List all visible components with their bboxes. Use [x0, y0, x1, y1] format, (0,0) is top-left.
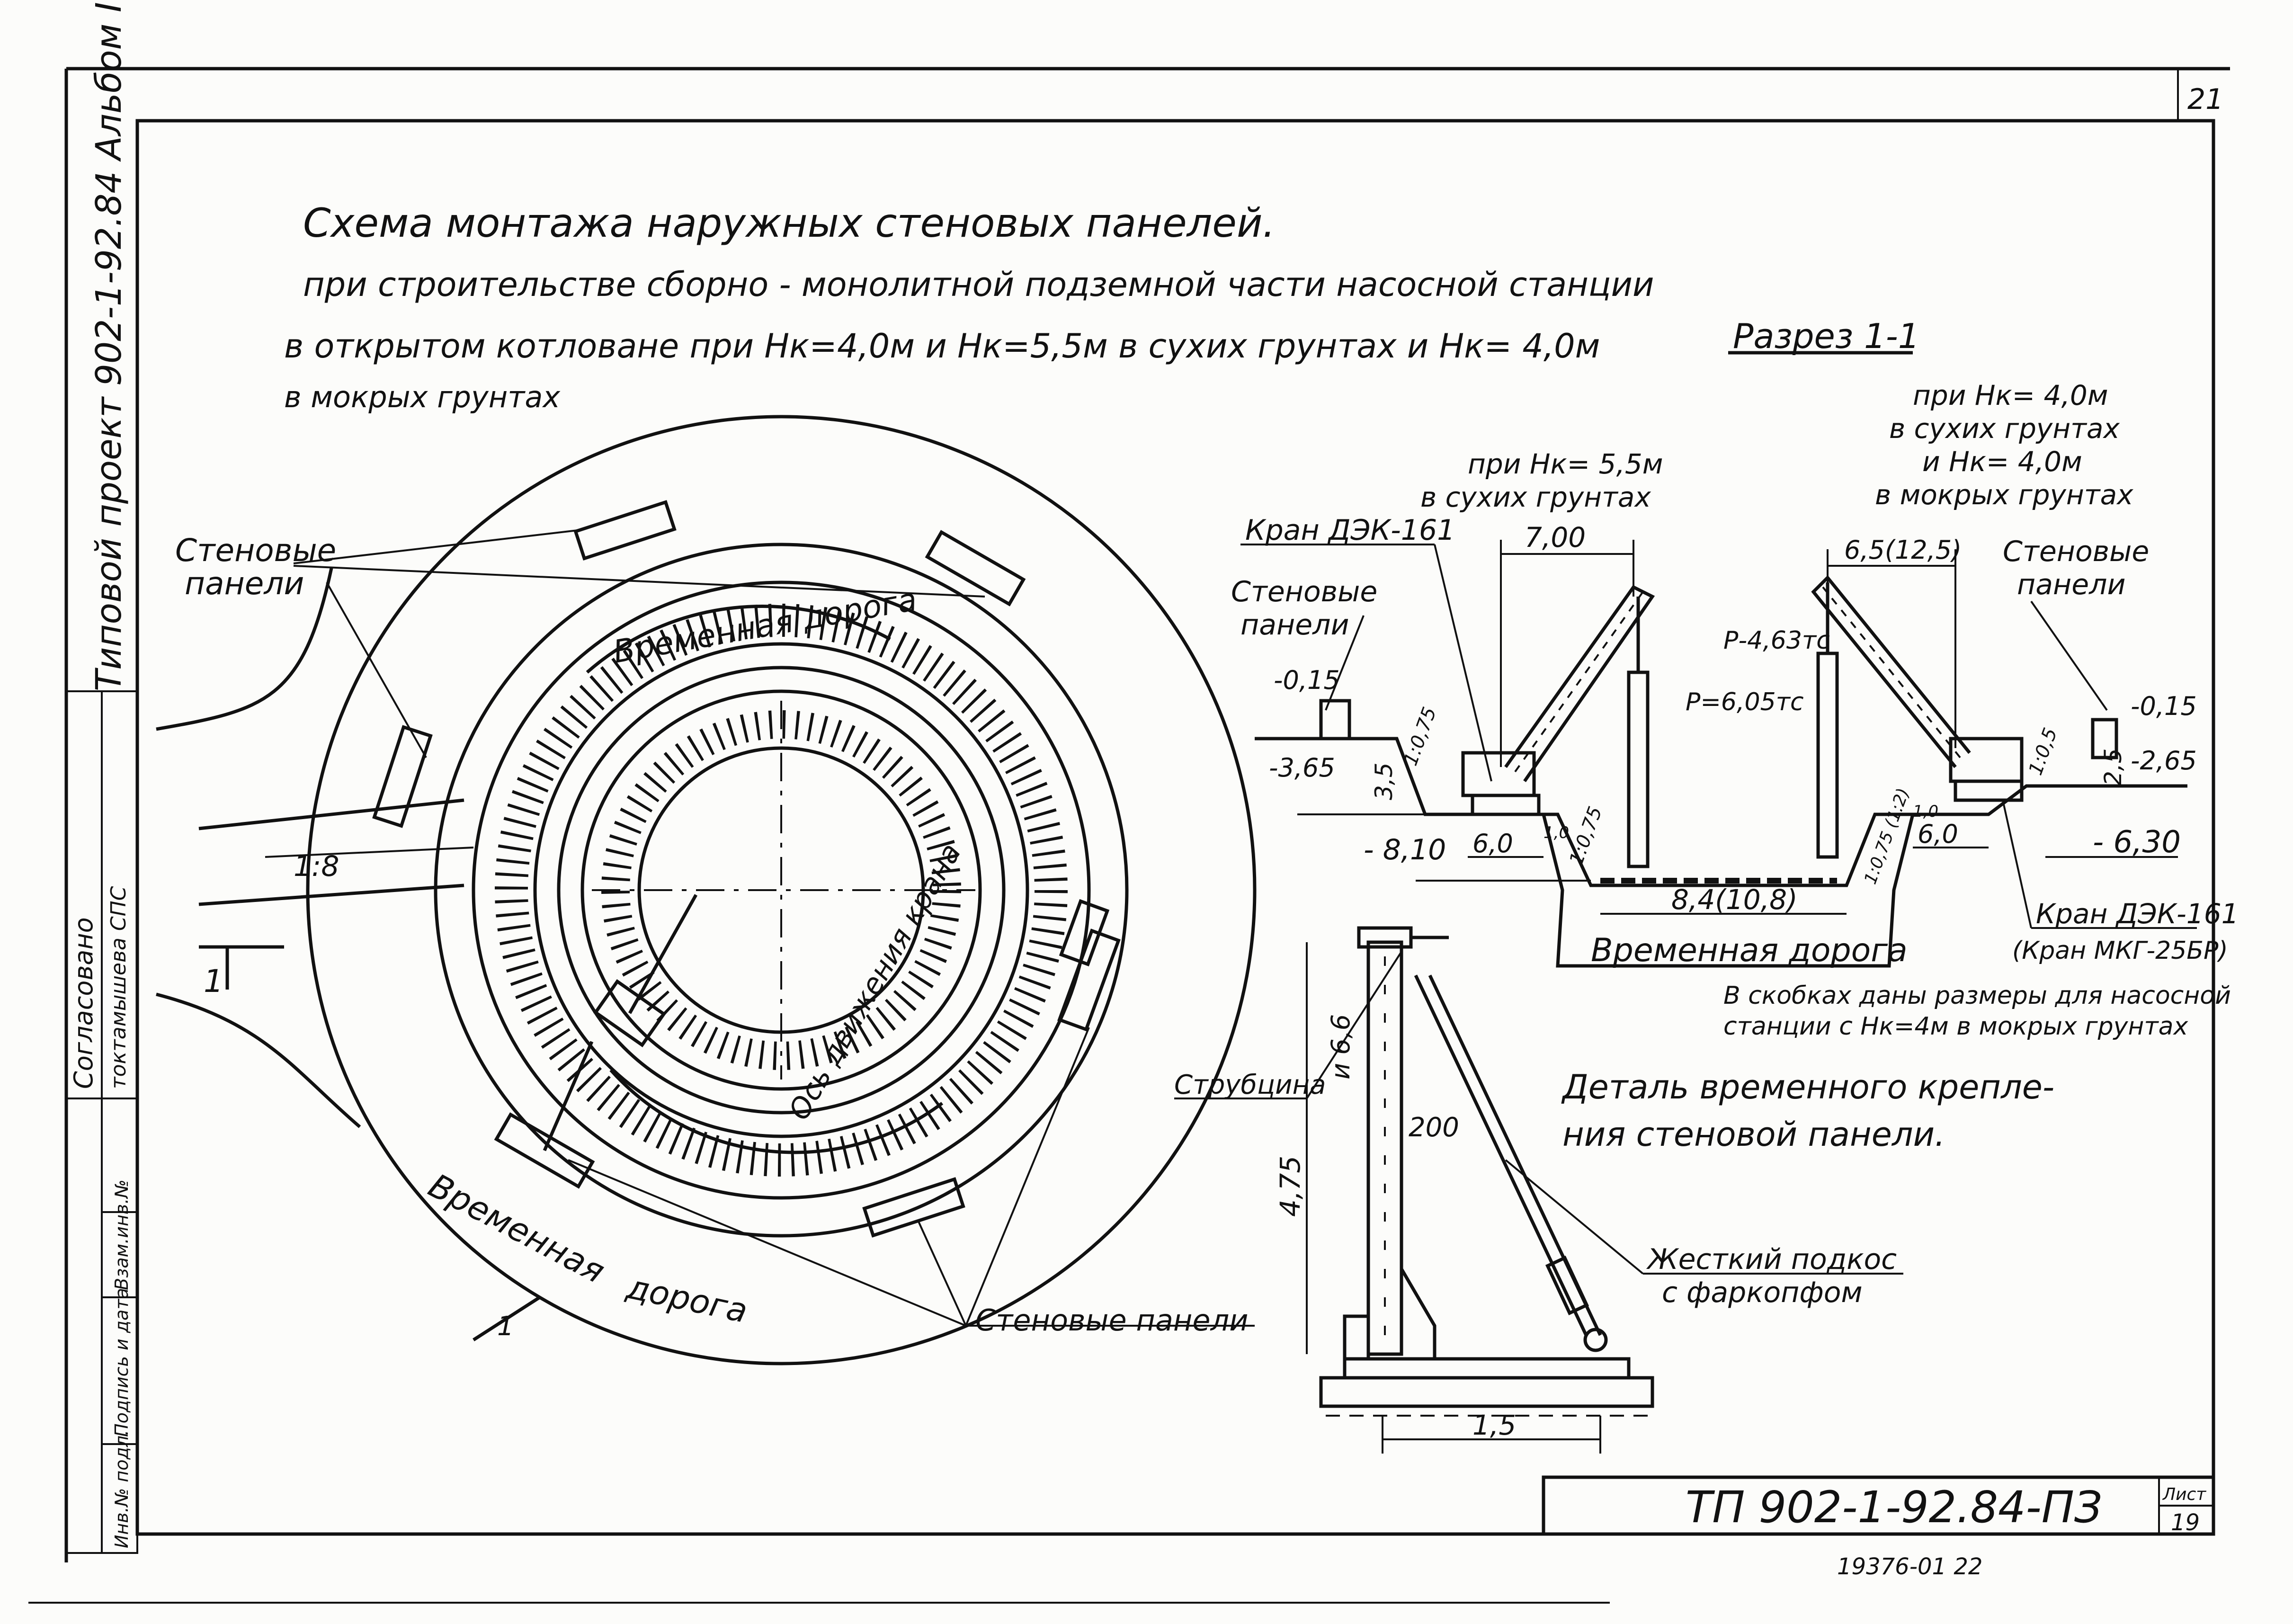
- plan-road-circle: [434, 543, 1129, 1238]
- section-reach-right: 6,5(12,5): [1844, 535, 1962, 565]
- detail-dim-height: 4,75: [1274, 1156, 1306, 1217]
- title-line-2: при строительстве сборно - монолитной по…: [303, 265, 1654, 304]
- stamp-inv-original: Инв.№ подл.: [111, 1430, 132, 1548]
- section-level-left-top: -0,15: [1274, 665, 1340, 695]
- section-crane-right-1: Кран ДЭК-161: [2036, 898, 2239, 930]
- detail-title-1: Деталь временного крепле-: [1561, 1068, 2054, 1106]
- section-note-right-1: при Нк= 4,0м: [1913, 379, 2108, 411]
- panel-right: [1057, 928, 1121, 1032]
- section-crane-right-boom: [1811, 575, 1971, 768]
- section-mark-top: 1: [204, 963, 223, 999]
- title-line-3: в открытом котловане при Нк=4,0м и Нк=5,…: [284, 327, 1600, 366]
- section-note-right-2: в сухих грунтах: [1889, 412, 2120, 445]
- list-number: 19: [2171, 1509, 2200, 1536]
- section-note-right-3: и Нк= 4,0м: [1922, 446, 2082, 478]
- detail-strut-label-1: Жесткий подкос: [1646, 1243, 1897, 1276]
- section-temp-road-label: Временная дорога: [1591, 932, 1908, 969]
- panel-bottom: [862, 1177, 965, 1238]
- section-panels-left-1: Стеновые: [1231, 575, 1377, 608]
- section-dim-25: 2,5: [2099, 748, 2127, 786]
- section-dim-60-left: 6,0: [1472, 829, 1513, 858]
- plan-crane: [593, 979, 666, 1048]
- detail-title-2: ния стеновой панели.: [1562, 1115, 1945, 1154]
- section-level-right-mid: -2,65: [2131, 746, 2197, 776]
- doc-code: ТП 902-1-92.84-ПЗ: [1686, 1482, 2102, 1533]
- panel-left: [372, 725, 433, 828]
- section-crane-right-2: (Кран МКГ-25БР): [2012, 937, 2228, 965]
- side-title: Типовой проект 902-1-92.84 Альбом I: [89, 2, 129, 691]
- section-view: Разрез 1-1 при Нк= 5,5м в сухих грунтах …: [1231, 316, 2239, 1041]
- section-panel-hanging-left: [1627, 670, 1650, 868]
- section-slope-2: 1:0,75: [1565, 803, 1606, 868]
- detail-base-slab: [1343, 1357, 1631, 1380]
- detail-sling-label: Струбцина: [1174, 1070, 1326, 1100]
- section-temp-road: [1542, 814, 1915, 968]
- section-dim-35: 3,5: [1370, 762, 1398, 800]
- section-title: Разрез 1-1: [1733, 316, 1920, 356]
- plan-outer-circle: [306, 415, 1257, 1365]
- section-panels-right-2: панели: [2017, 568, 2125, 601]
- section-panel-stack-right: [2091, 718, 2118, 759]
- stamp-replacement-inv: Взам.инв.№: [111, 1179, 132, 1290]
- section-note-left-1: при Нк= 5,5м: [1468, 448, 1663, 480]
- detail-wall-panel: [1366, 940, 1403, 1356]
- stamp-signature-date: Подпись и дата: [111, 1288, 132, 1437]
- plan-panels-bottom: Стеновые панели: [975, 1303, 1249, 1338]
- section-note-brackets-1: В скобках даны размеры для насосной: [1723, 982, 2231, 1010]
- ramp-edges: [198, 798, 464, 906]
- plan-temp-road-outer-2: дорога: [623, 1267, 751, 1330]
- section-reach-left: 7,00: [1525, 521, 1586, 553]
- detail-dim-200: 200: [1409, 1112, 1459, 1143]
- section-panels-left-2: панели: [1240, 608, 1349, 642]
- stamp-agreed: Согласовано: [69, 917, 98, 1089]
- section-panels-right-1: Стеновые: [2003, 535, 2149, 568]
- section-note-brackets-2: станции с Нк=4м в мокрых грунтах: [1723, 1012, 2189, 1041]
- section-slope-3: 1:0,75 (1:2): [1861, 785, 1913, 887]
- ramp-slope: 1:8: [294, 850, 339, 883]
- section-load-a: Р-4,63тс: [1723, 626, 1830, 655]
- section-level-left-bottom: - 8,10: [1364, 833, 1446, 866]
- section-mark-bottom: 1: [497, 1311, 514, 1342]
- detail-sling-size: и 6,6: [1326, 1014, 1356, 1080]
- section-crane-left-boom: [1504, 585, 1655, 782]
- section-note-left-2: в сухих грунтах: [1420, 481, 1651, 513]
- panel-top-right: [925, 530, 1026, 607]
- stamp-org: токтамышева СПС: [107, 886, 131, 1089]
- plan-slope-hatch: [495, 604, 1068, 1177]
- section-dim-10-left: 1,0: [1544, 823, 1569, 842]
- detail-strut-label-2: с фаркопфом: [1662, 1276, 1863, 1309]
- plan-view: 1:8 1 1 Стеновые панели Временная дорога…: [156, 415, 1257, 1365]
- section-crane-left-body: [1461, 751, 1536, 797]
- section-dim-60-right: 6,0: [1918, 819, 1958, 849]
- page-number: 21: [2187, 83, 2223, 116]
- title-line-1: Схема монтажа наружных стеновых панелей.: [303, 200, 1275, 246]
- section-load-b: Р=6,05тс: [1686, 688, 1804, 716]
- section-crane-left: Кран ДЭК-161: [1245, 514, 1455, 547]
- section-panel-hanging-right: [1816, 651, 1839, 859]
- section-dim-10-right: 1,0: [1913, 802, 1938, 821]
- plan-panels-label-1: Стеновые: [175, 532, 336, 569]
- plan-temp-road-inner: Временная дорога: [610, 581, 919, 670]
- plan-crane-axis: Ось движения крана: [782, 838, 968, 1125]
- section-slope-4: 1:0,5: [2025, 725, 2061, 778]
- section-panel-stack-left: [1319, 699, 1351, 741]
- title-line-4: в мокрых грунтах: [284, 380, 561, 414]
- archive-number: 19376-01 22: [1837, 1553, 1982, 1580]
- section-dim-bottom: 8,4(10,8): [1671, 883, 1798, 916]
- panel-top-left: [573, 500, 677, 561]
- list-label: Лист: [2162, 1485, 2206, 1504]
- detail-dim-base: 1,5: [1472, 1409, 1516, 1441]
- section-level-right-top: -0,15: [2131, 691, 2197, 721]
- section-level-left-mid: -3,65: [1269, 753, 1335, 783]
- detail-strut: [1414, 974, 1588, 1336]
- plan-panels-label-2: панели: [185, 565, 304, 602]
- section-level-right-bottom: - 6,30: [2093, 825, 2181, 860]
- section-note-right-4: в мокрых грунтах: [1875, 479, 2133, 511]
- detail-view: Деталь временного крепле- ния стеновой п…: [1174, 926, 2054, 1454]
- section-slope-1: 1:0,75: [1400, 704, 1441, 768]
